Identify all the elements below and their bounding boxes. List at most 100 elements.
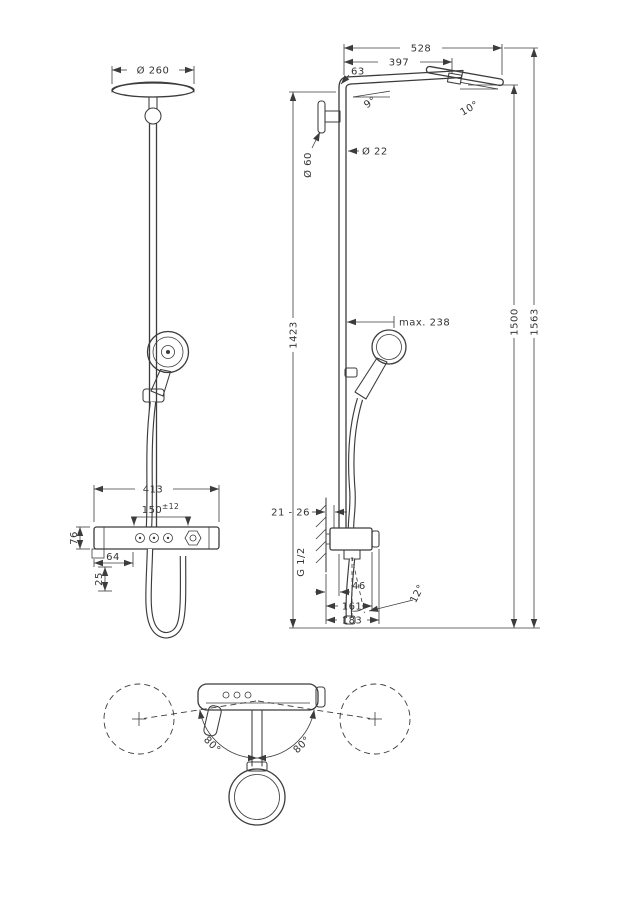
thread-size-label: G 1/2 — [296, 547, 307, 577]
dim-offset-64: 64 — [93, 552, 134, 567]
holder-side — [344, 367, 358, 378]
shower-head-underside — [111, 81, 195, 93]
dim-offset-63: 63 — [340, 67, 365, 85]
pipe-diameter-label: Ø 22 — [362, 146, 388, 158]
wall-hatch — [315, 540, 327, 552]
button-top — [244, 691, 252, 699]
button-top — [233, 691, 241, 699]
thermostat-body-side — [329, 527, 373, 551]
arm-top — [346, 69, 464, 78]
button-top — [222, 691, 230, 699]
arm-projection-label: 397 — [389, 58, 410, 69]
top-view: 80° 80° — [103, 683, 411, 826]
holder-top-view — [228, 709, 286, 826]
offset-64-label: 64 — [106, 552, 120, 563]
depth-183-label: 183 — [342, 616, 363, 627]
side-view: 528 397 63 9° 10° Ø 60 Ø 22 — [271, 44, 541, 629]
dim-thread-size: G 1/2 — [296, 547, 307, 577]
shower-hose-front — [145, 401, 157, 528]
body-height-label: 76 — [69, 531, 80, 545]
wall-bracket-side — [317, 100, 341, 134]
shower-head-disc — [111, 82, 195, 98]
shower-pole-side — [338, 65, 504, 529]
offset-63-label: 63 — [351, 67, 365, 78]
swing-axis-right — [257, 700, 371, 719]
dim-head-angle: 10° — [459, 81, 499, 118]
hose-lower-side-inner — [346, 558, 355, 619]
overhead-shower-front — [111, 81, 195, 125]
hose-loop-front — [145, 548, 187, 639]
temperature-knob — [184, 530, 202, 546]
hand-shower-face-side — [376, 334, 402, 360]
button-dot — [152, 536, 156, 540]
head-diameter-label: Ø 260 — [137, 65, 170, 77]
wall-hatch — [315, 552, 327, 564]
hand-shower-head-side — [371, 329, 407, 365]
swing-arc-right — [256, 709, 316, 762]
select-button — [149, 533, 159, 543]
hose-loop-inner — [146, 548, 186, 638]
tilt-angle-label: 12° — [408, 583, 427, 605]
head-connector — [446, 72, 463, 85]
hand-shower-head — [146, 330, 190, 374]
dim-escutcheon-diameter: Ø 60 — [302, 131, 321, 178]
dim-pole-height: 1423 — [289, 91, 336, 628]
select-button — [135, 533, 145, 543]
temperature-knob-center — [189, 534, 197, 542]
wall-section — [315, 497, 327, 573]
select-button — [163, 533, 173, 543]
bracket-arm — [324, 110, 341, 123]
inlet-spacing-label: 150 — [142, 505, 163, 516]
hand-shower-handle — [150, 368, 172, 397]
thermostat-body — [93, 526, 220, 550]
dim-inlet-spacing: 150 ±12 — [130, 502, 192, 526]
holder-ring-inner — [234, 774, 280, 820]
ball-joint — [144, 107, 162, 125]
overhead-shower-side — [425, 65, 504, 87]
front-width-label: 413 — [143, 485, 164, 496]
dim-body-height: 76 — [69, 526, 90, 550]
swing-range: 80° 80° — [103, 683, 411, 762]
temperature-knob-top — [315, 686, 326, 708]
pole-height-label: 1423 — [289, 321, 300, 348]
wall-hatch — [315, 516, 327, 528]
hand-shower-center — [161, 345, 175, 359]
button-dot — [166, 536, 170, 540]
dim-top-width: 528 — [343, 44, 503, 75]
hand-shower-front — [142, 330, 190, 403]
holder-ring — [228, 768, 286, 826]
dim-max-reach: max. 238 — [347, 316, 450, 329]
dim-depth-46: 46 — [315, 554, 365, 596]
dim-total-height: 1563 — [504, 47, 541, 628]
hand-shower-dot — [166, 350, 170, 354]
total-height-label: 1563 — [530, 308, 541, 335]
top-width-label: 528 — [411, 44, 432, 55]
hose-end-fitting — [343, 615, 356, 625]
swing-axis-left — [143, 700, 257, 719]
button-dot — [138, 536, 142, 540]
swing-position-left — [103, 683, 175, 755]
front-view: Ø 260 413 150 ±12 76 64 — [69, 65, 220, 639]
holder-hub — [246, 761, 268, 772]
hose-upper-inner — [146, 401, 156, 528]
offset-25-label: 25 — [94, 572, 105, 586]
dim-arm-angle: 9° — [352, 90, 391, 111]
dim-front-width: 413 — [93, 485, 220, 522]
dim-head-diameter: Ø 260 — [111, 65, 195, 84]
arm-bottom — [350, 76, 463, 85]
escutcheon-diameter-label: Ø 60 — [302, 152, 314, 178]
thermostat-front — [91, 526, 220, 559]
max-reach-label: max. 238 — [399, 318, 450, 329]
dim-offset-25: 25 — [94, 566, 112, 592]
height-to-arm-label: 1500 — [510, 308, 521, 335]
dim-depth-183: 183 — [325, 549, 380, 627]
check-valve — [91, 548, 105, 559]
dim-pipe-diameter: Ø 22 — [348, 146, 388, 158]
wall-distance-label: 21 - 26 — [271, 508, 310, 519]
dim-height-to-arm: 1500 — [468, 84, 521, 628]
thermostat-side — [325, 527, 380, 625]
dim-wall-distance: 21 - 26 — [271, 505, 347, 528]
head-angle-label: 10° — [459, 99, 481, 118]
